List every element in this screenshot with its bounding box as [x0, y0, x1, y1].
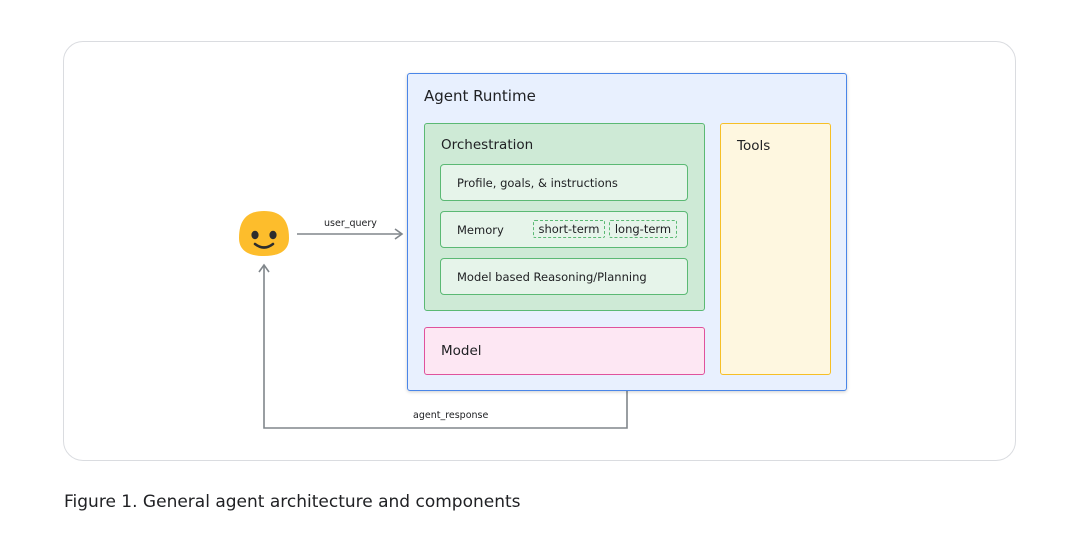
agent-response-label: agent_response — [413, 410, 489, 421]
tools-title: Tools — [737, 138, 771, 154]
agent-response-arrowhead — [258, 263, 270, 273]
long-term-memory-tag: long-term — [609, 220, 677, 238]
agent-response-arrow — [263, 266, 628, 429]
reasoning-planning-box: Model based Reasoning/Planning — [440, 258, 688, 295]
short-term-memory-tag: short-term — [533, 220, 605, 238]
model-box: Model — [424, 327, 705, 375]
user-query-arrowhead — [394, 228, 404, 240]
memory-label: Memory — [457, 222, 504, 237]
profile-goals-box: Profile, goals, & instructions — [440, 164, 688, 201]
model-label: Model — [441, 343, 482, 359]
memory-box: Memory short-term long-term — [440, 211, 688, 248]
user-query-label: user_query — [324, 218, 377, 229]
tools-box — [720, 123, 831, 375]
figure-caption: Figure 1. General agent architecture and… — [64, 492, 521, 512]
smiley-face-icon — [239, 211, 289, 256]
profile-goals-label: Profile, goals, & instructions — [457, 175, 618, 190]
reasoning-planning-label: Model based Reasoning/Planning — [457, 269, 647, 284]
orchestration-title: Orchestration — [441, 137, 534, 153]
agent-runtime-title: Agent Runtime — [424, 87, 536, 105]
